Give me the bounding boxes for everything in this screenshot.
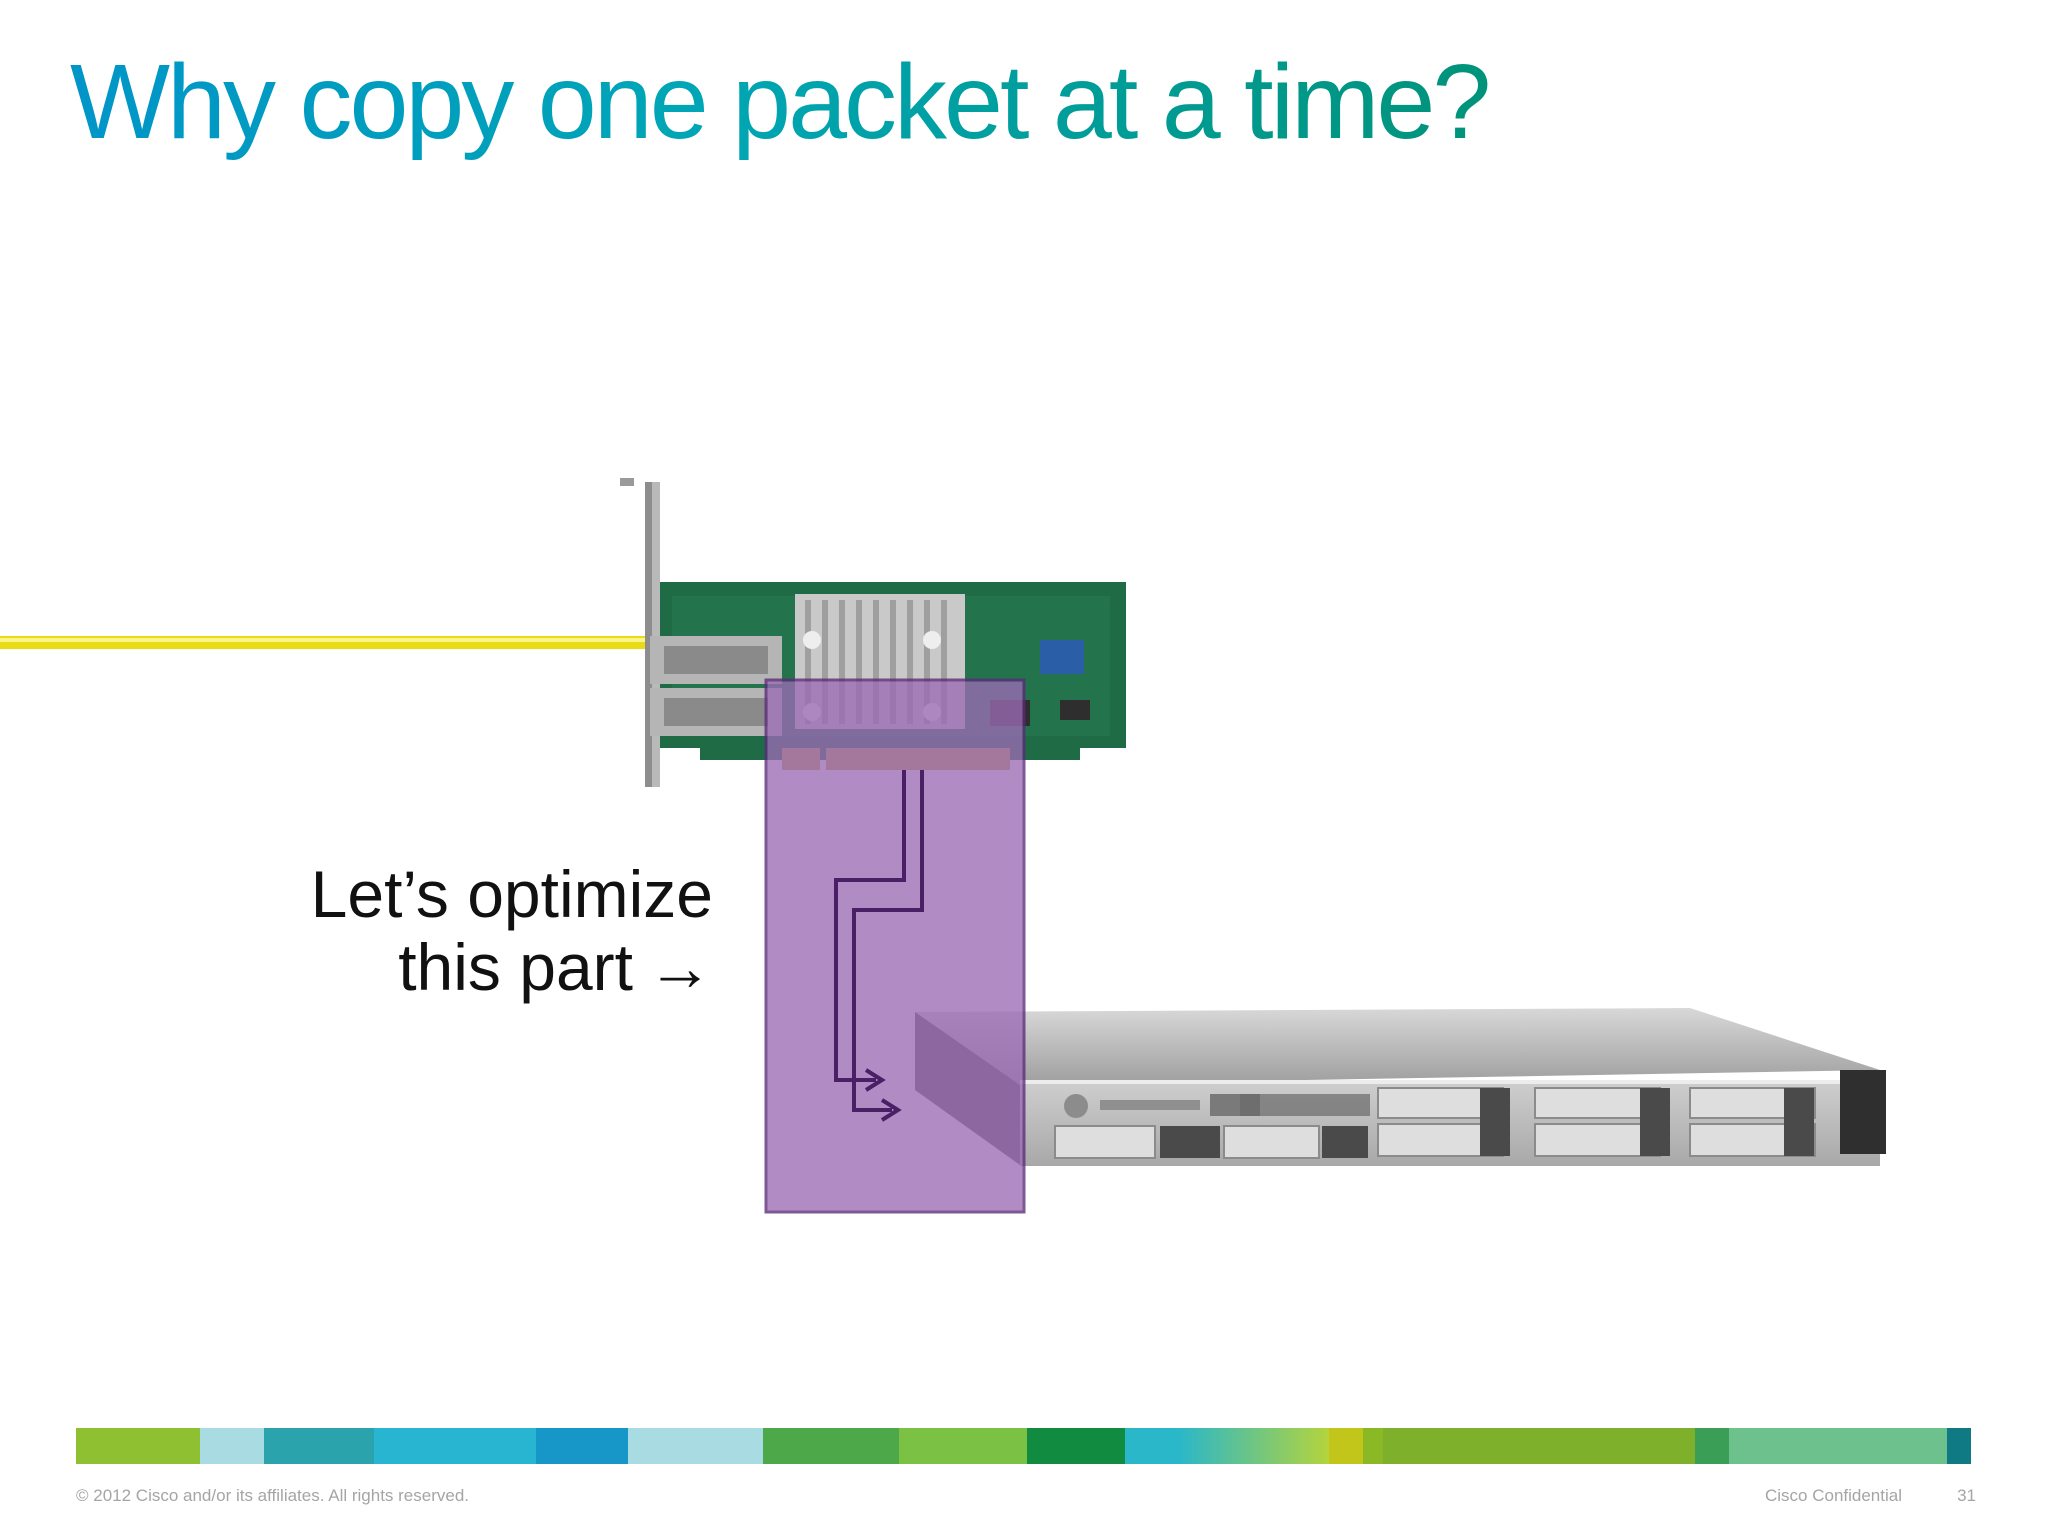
- right-arrow-icon: →: [647, 929, 713, 1004]
- stripe-segment: [1383, 1428, 1695, 1464]
- page-number: 31: [1957, 1486, 1976, 1505]
- stripe-segment: [899, 1428, 1027, 1464]
- stripe-segment: [1125, 1428, 1179, 1464]
- stripe-segment: [1027, 1428, 1125, 1464]
- callout-line-1: Let’s optimize: [310, 857, 713, 931]
- brand-color-stripe: [76, 1428, 1974, 1464]
- callout-line-2-text: this part: [398, 929, 633, 1004]
- drive-bays: [1054, 1087, 1816, 1159]
- rack-server: [915, 1008, 1886, 1166]
- sfp-ports: [650, 636, 782, 736]
- fiber-cable: [0, 636, 660, 649]
- stripe-segment: [1179, 1428, 1329, 1464]
- stripe-segment: [1729, 1428, 1947, 1464]
- callout-line-2: this part→: [311, 929, 713, 1004]
- stripe-segment: [1329, 1428, 1363, 1464]
- stripe-segment: [374, 1428, 536, 1464]
- stripe-segment: [200, 1428, 264, 1464]
- slide-title: Why copy one packet at a time?: [70, 42, 1491, 164]
- control-panel: [1064, 1094, 1370, 1118]
- stripe-segment: [1363, 1428, 1383, 1464]
- footer-copyright: © 2012 Cisco and/or its affiliates. All …: [76, 1486, 470, 1505]
- footer-confidential: Cisco Confidential: [1764, 1486, 1902, 1505]
- callout-text: Let’s optimize this part→: [311, 858, 713, 1003]
- stripe-segment: [628, 1428, 763, 1464]
- stripe-segment: [1947, 1428, 1971, 1464]
- stripe-segment: [264, 1428, 374, 1464]
- stripe-segment: [763, 1428, 899, 1464]
- stripe-segment: [76, 1428, 200, 1464]
- stripe-segment: [536, 1428, 628, 1464]
- pcie-highlight: [764, 678, 1026, 1214]
- bezel-handle: [1840, 1070, 1886, 1154]
- stripe-segment: [1695, 1428, 1729, 1464]
